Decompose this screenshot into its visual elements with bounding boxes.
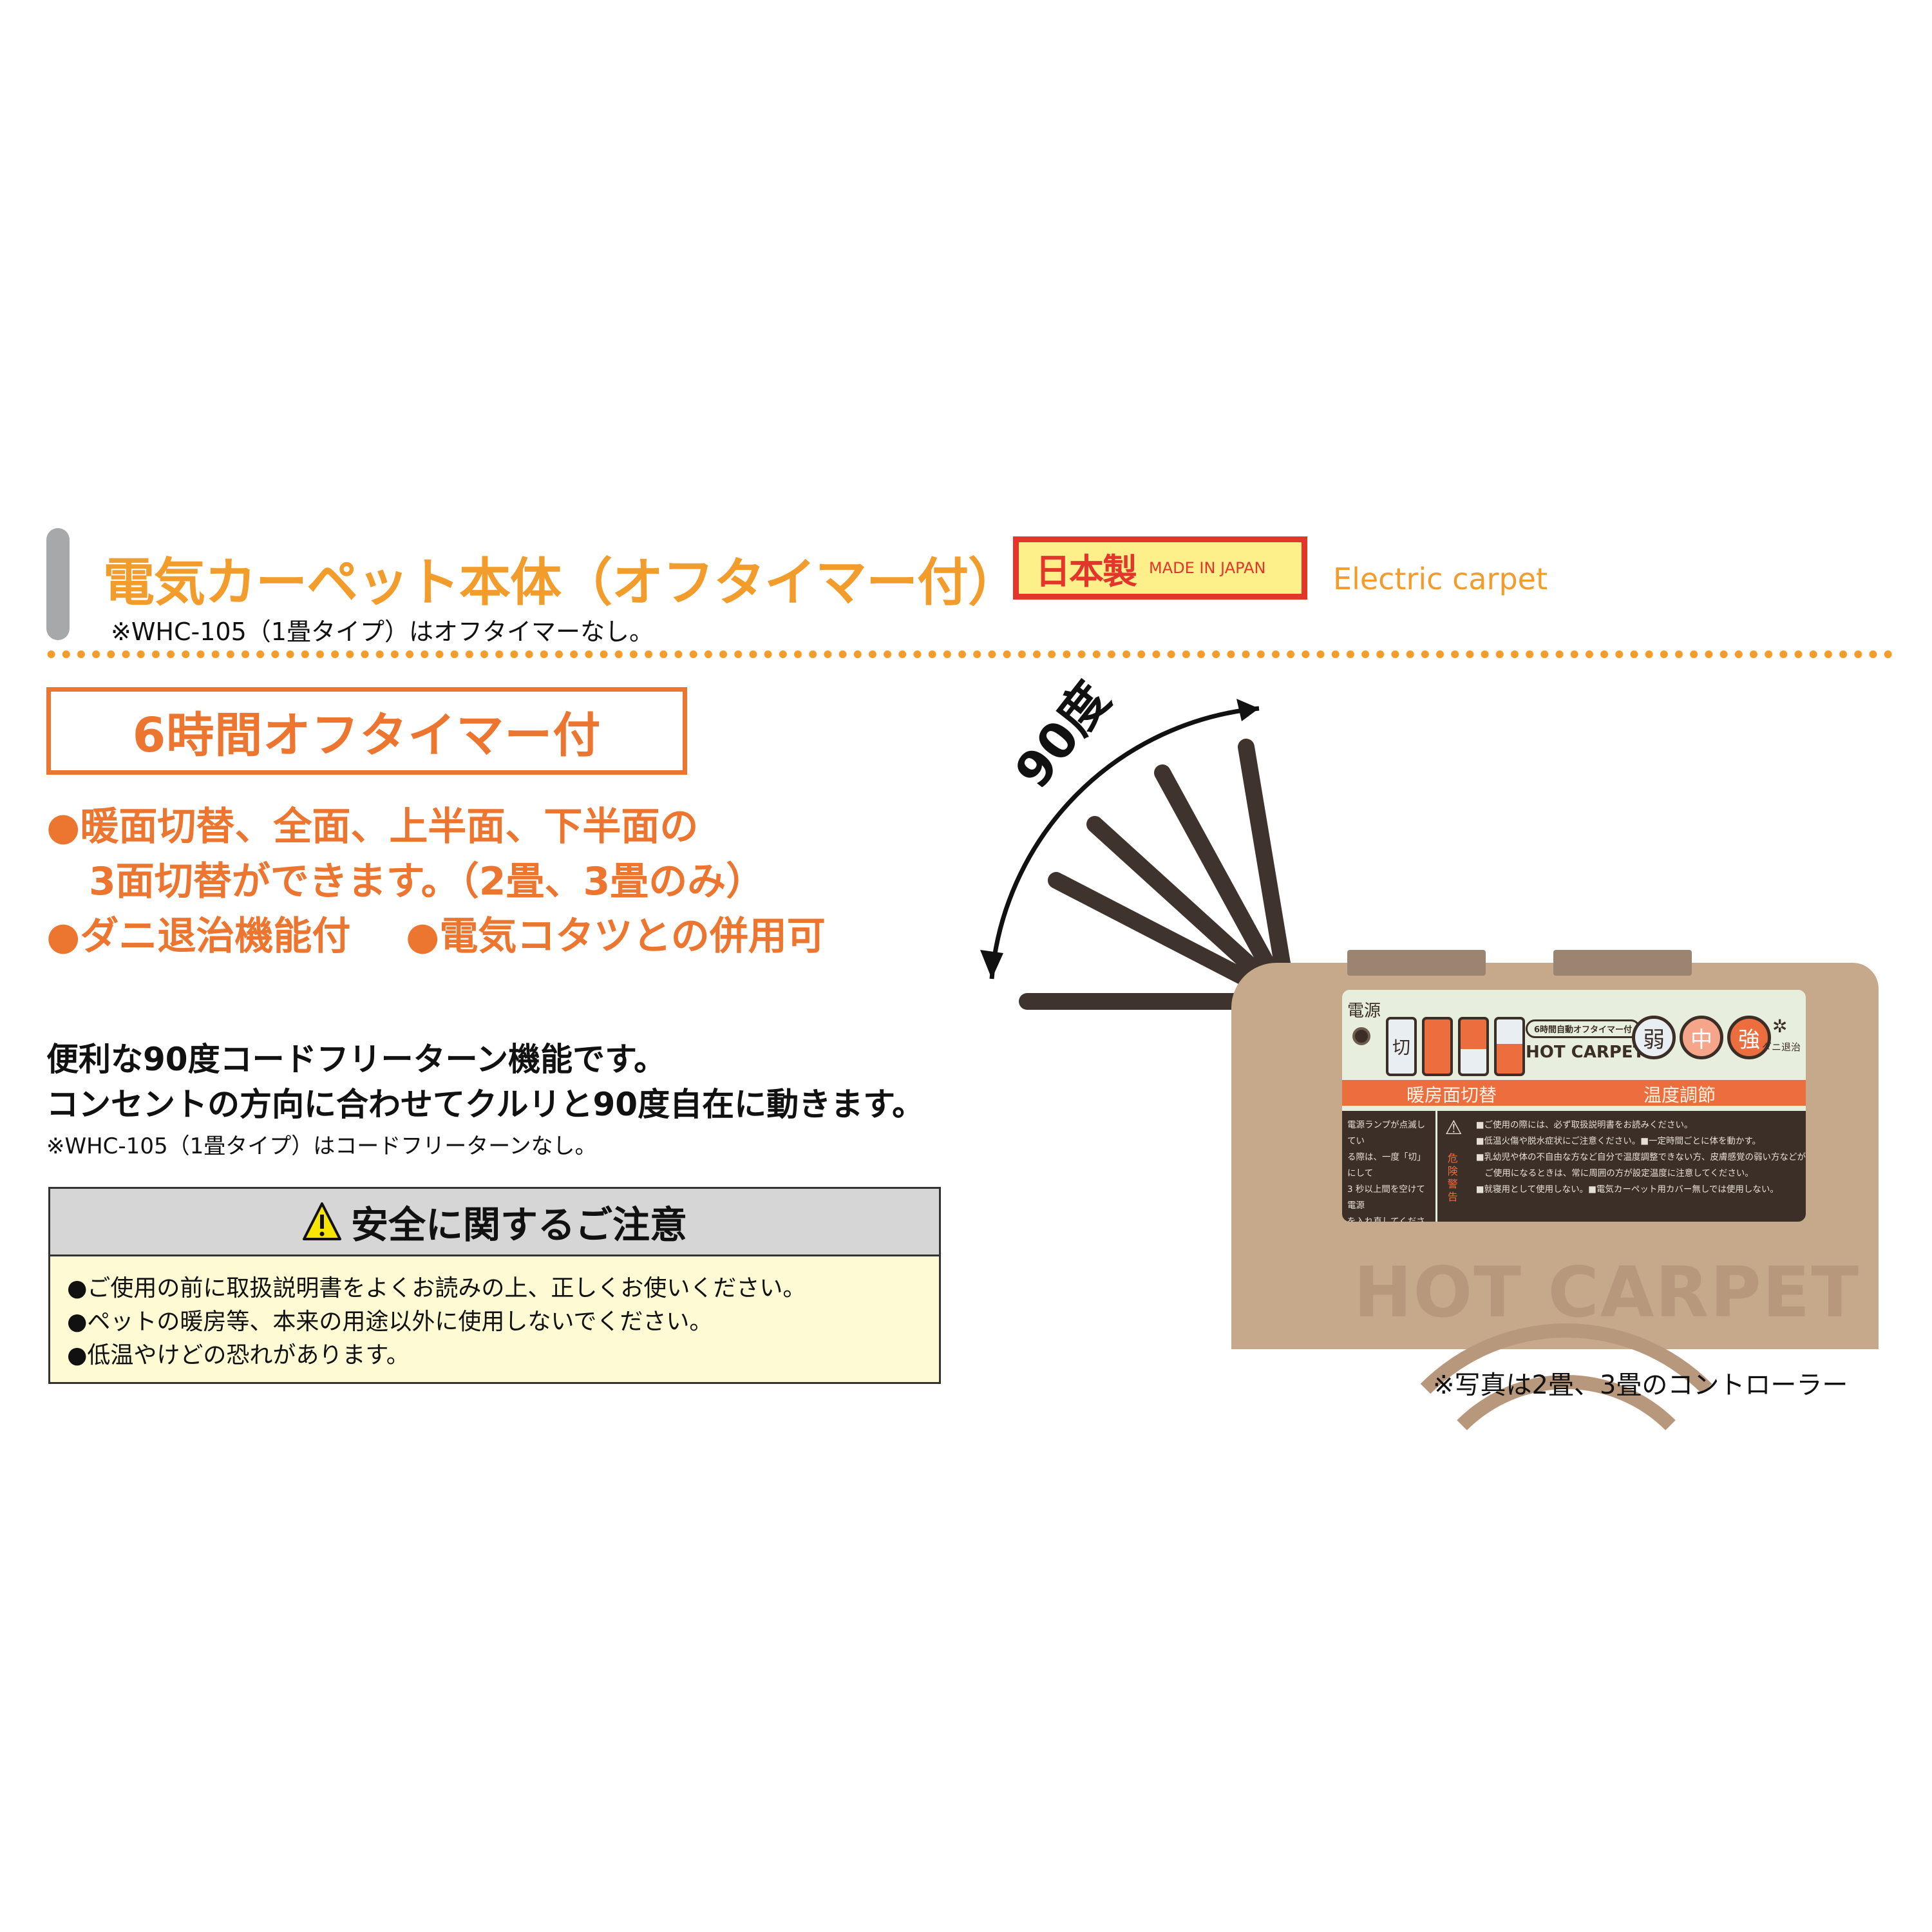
feature-line: 3面切替ができます。（2畳、3畳のみ） bbox=[89, 859, 765, 904]
embossed-ring bbox=[1412, 1375, 1721, 1684]
temp-high-icon: 強 bbox=[1727, 1016, 1771, 1059]
mode-lower-half-icon bbox=[1494, 1017, 1525, 1076]
badge-english: MADE IN JAPAN bbox=[1149, 559, 1266, 577]
temp-low-icon: 弱 bbox=[1632, 1016, 1676, 1059]
heating-area-icons: 切 bbox=[1386, 1017, 1525, 1076]
feature-line: ●ダニ退治機能付 bbox=[46, 914, 351, 959]
power-lamp-icon bbox=[1352, 1027, 1370, 1045]
cord-description: 便利な90度コードフリーターン機能です。 bbox=[46, 1041, 667, 1078]
danger-label: 危険警告 bbox=[1447, 1152, 1458, 1203]
title-note: ※WHC-105（1畳タイプ）はオフタイマーなし。 bbox=[111, 618, 654, 646]
dotted-divider bbox=[44, 650, 1892, 658]
feature-line: ●暖面切替、全面、上半面、下半面の bbox=[46, 804, 699, 849]
badge-kanji: 日本製 bbox=[1036, 551, 1137, 592]
panel-warning-area: 電源ランプが点滅してい る際は、一度「切」にして 3 秒以上間を空けて電源 を入… bbox=[1342, 1111, 1806, 1222]
power-lamp-note: 電源ランプが点滅してい る際は、一度「切」にして 3 秒以上間を空けて電源 を入… bbox=[1342, 1111, 1437, 1222]
control-panel-label: 電源 切 6時間自動オフタイマー付 HOT CARPET 弱 中 強 ✲ ダニ退… bbox=[1342, 990, 1806, 1222]
cord-description: コンセントの方向に合わせてクルリと90度自在に動きます。 bbox=[46, 1086, 925, 1123]
photo-caption: ※写真は2畳、3畳のコントローラー bbox=[1433, 1370, 1848, 1400]
temp-mid-icon: 中 bbox=[1680, 1016, 1723, 1059]
auto-timer-pill: 6時間自動オフタイマー付 bbox=[1526, 1019, 1641, 1038]
temperature-control-label: 温度調節 bbox=[1643, 1084, 1716, 1106]
embossed-brand-watermark: HOT CARPET bbox=[1354, 1253, 1861, 1333]
safety-item: ●ペットの暖房等、本来の用途以外に使用しないでください。 bbox=[67, 1309, 713, 1335]
safety-header: 安全に関するご注意 bbox=[50, 1189, 939, 1256]
cord-note: ※WHC-105（1畳タイプ）はコードフリーターンなし。 bbox=[46, 1133, 597, 1159]
timer-feature-box: 6時間オフタイマー付 bbox=[46, 687, 687, 775]
mode-slider bbox=[1347, 950, 1486, 976]
mite-icon: ✲ bbox=[1772, 1016, 1788, 1037]
header-accent-bar bbox=[46, 528, 70, 640]
mode-upper-half-icon bbox=[1458, 1017, 1489, 1076]
safety-title: 安全に関するご注意 bbox=[350, 1203, 687, 1247]
safety-list: ●ご使用の前に取扱説明書をよくお読みの上、正しくお使いください。 ●ペットの暖房… bbox=[50, 1256, 939, 1372]
made-in-japan-badge: 日本製 MADE IN JAPAN bbox=[1013, 536, 1307, 600]
page-title: 電気カーペット本体（オフタイマー付） bbox=[103, 553, 1019, 612]
safety-item: ●低温やけどの恐れがあります。 bbox=[67, 1342, 410, 1368]
panel-function-band: 暖房面切替 温度調節 bbox=[1342, 1080, 1806, 1106]
feature-line: ●電気コタツとの併用可 bbox=[406, 914, 826, 959]
temperature-slider bbox=[1553, 950, 1692, 976]
warning-triangle-icon bbox=[302, 1202, 341, 1240]
timer-feature-label: 6時間オフタイマー付 bbox=[132, 707, 601, 763]
arrow-head-icon bbox=[980, 950, 1003, 979]
mode-off-icon: 切 bbox=[1386, 1017, 1417, 1076]
safety-notice-box: 安全に関するご注意 ●ご使用の前に取扱説明書をよくお読みの上、正しくお使いくださ… bbox=[48, 1187, 941, 1384]
mode-full-icon bbox=[1422, 1017, 1453, 1076]
caution-triangle-icon: ⚠ bbox=[1444, 1117, 1463, 1139]
power-label: 電源 bbox=[1347, 1001, 1381, 1021]
temperature-levels: 弱 中 強 bbox=[1632, 1016, 1771, 1059]
english-subtitle: Electric carpet bbox=[1333, 562, 1548, 596]
heating-area-switch-label: 暖房面切替 bbox=[1406, 1084, 1497, 1106]
danger-warning-text: ⚠ 危険警告 ■ご使用の際には、必ず取扱説明書をお読みください。 ■低温火傷や脱… bbox=[1444, 1117, 1806, 1204]
panel-brand: HOT CARPET bbox=[1526, 1043, 1645, 1062]
mite-removal-label: ダニ退治 bbox=[1762, 1041, 1801, 1053]
controller-photo: 電源 切 6時間自動オフタイマー付 HOT CARPET 弱 中 強 ✲ ダニ退… bbox=[1231, 950, 1879, 1389]
safety-item: ●ご使用の前に取扱説明書をよくお読みの上、正しくお使いください。 bbox=[67, 1275, 806, 1302]
arrow-head-icon bbox=[1236, 699, 1259, 721]
